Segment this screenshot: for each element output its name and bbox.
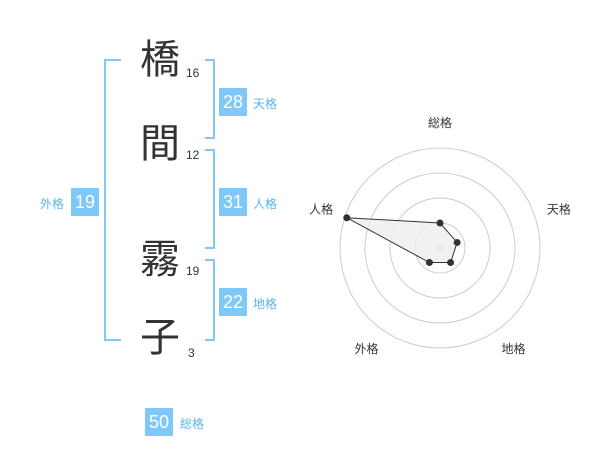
gaikaku-bracket — [104, 59, 121, 341]
name-char-1: 橋 — [140, 37, 180, 83]
jinkaku-bracket — [205, 149, 215, 249]
jinkaku-label: 人格 — [253, 197, 278, 211]
radar-axis-label-1: 総格 — [428, 115, 452, 130]
radar-axis-label-3: 地格 — [501, 341, 525, 356]
name-char-3: 霧 — [140, 237, 180, 283]
tenkaku-bracket — [205, 59, 215, 139]
radar-axis-label-4: 外格 — [355, 341, 379, 356]
stroke-count-3: 19 — [186, 264, 200, 278]
soukaku-value: 50 — [145, 408, 173, 436]
radar-point-5 — [343, 214, 351, 222]
stroke-count-4: 3 — [188, 346, 195, 360]
radar-axis-label-5: 人格 — [309, 201, 333, 216]
stroke-count-2: 12 — [186, 148, 200, 162]
gaikaku-label: 外格 — [40, 197, 65, 211]
radar-point-4 — [425, 259, 433, 267]
jinkaku-value: 31 — [219, 188, 247, 216]
stroke-count-1: 16 — [186, 66, 200, 80]
tenkaku-label: 天格 — [253, 97, 278, 111]
radar-point-3 — [447, 259, 455, 267]
radar-point-2 — [453, 238, 461, 246]
tenkaku-value: 28 — [219, 88, 247, 116]
soukaku-label: 総格 — [180, 417, 205, 431]
radar-polygon — [346, 217, 458, 264]
radar-point-1 — [436, 219, 444, 227]
name-char-2: 間 — [140, 121, 180, 167]
name-char-4: 子 — [140, 315, 180, 361]
chikaku-bracket — [205, 259, 215, 341]
radar-axis-label-2: 天格 — [547, 201, 571, 216]
gaikaku-value: 19 — [71, 188, 99, 216]
chikaku-value: 22 — [219, 288, 247, 316]
radar-ring-4 — [339, 147, 541, 349]
radar-ring-2 — [389, 197, 491, 299]
radar-ring-3 — [364, 172, 516, 324]
chikaku-label: 地格 — [253, 297, 278, 311]
